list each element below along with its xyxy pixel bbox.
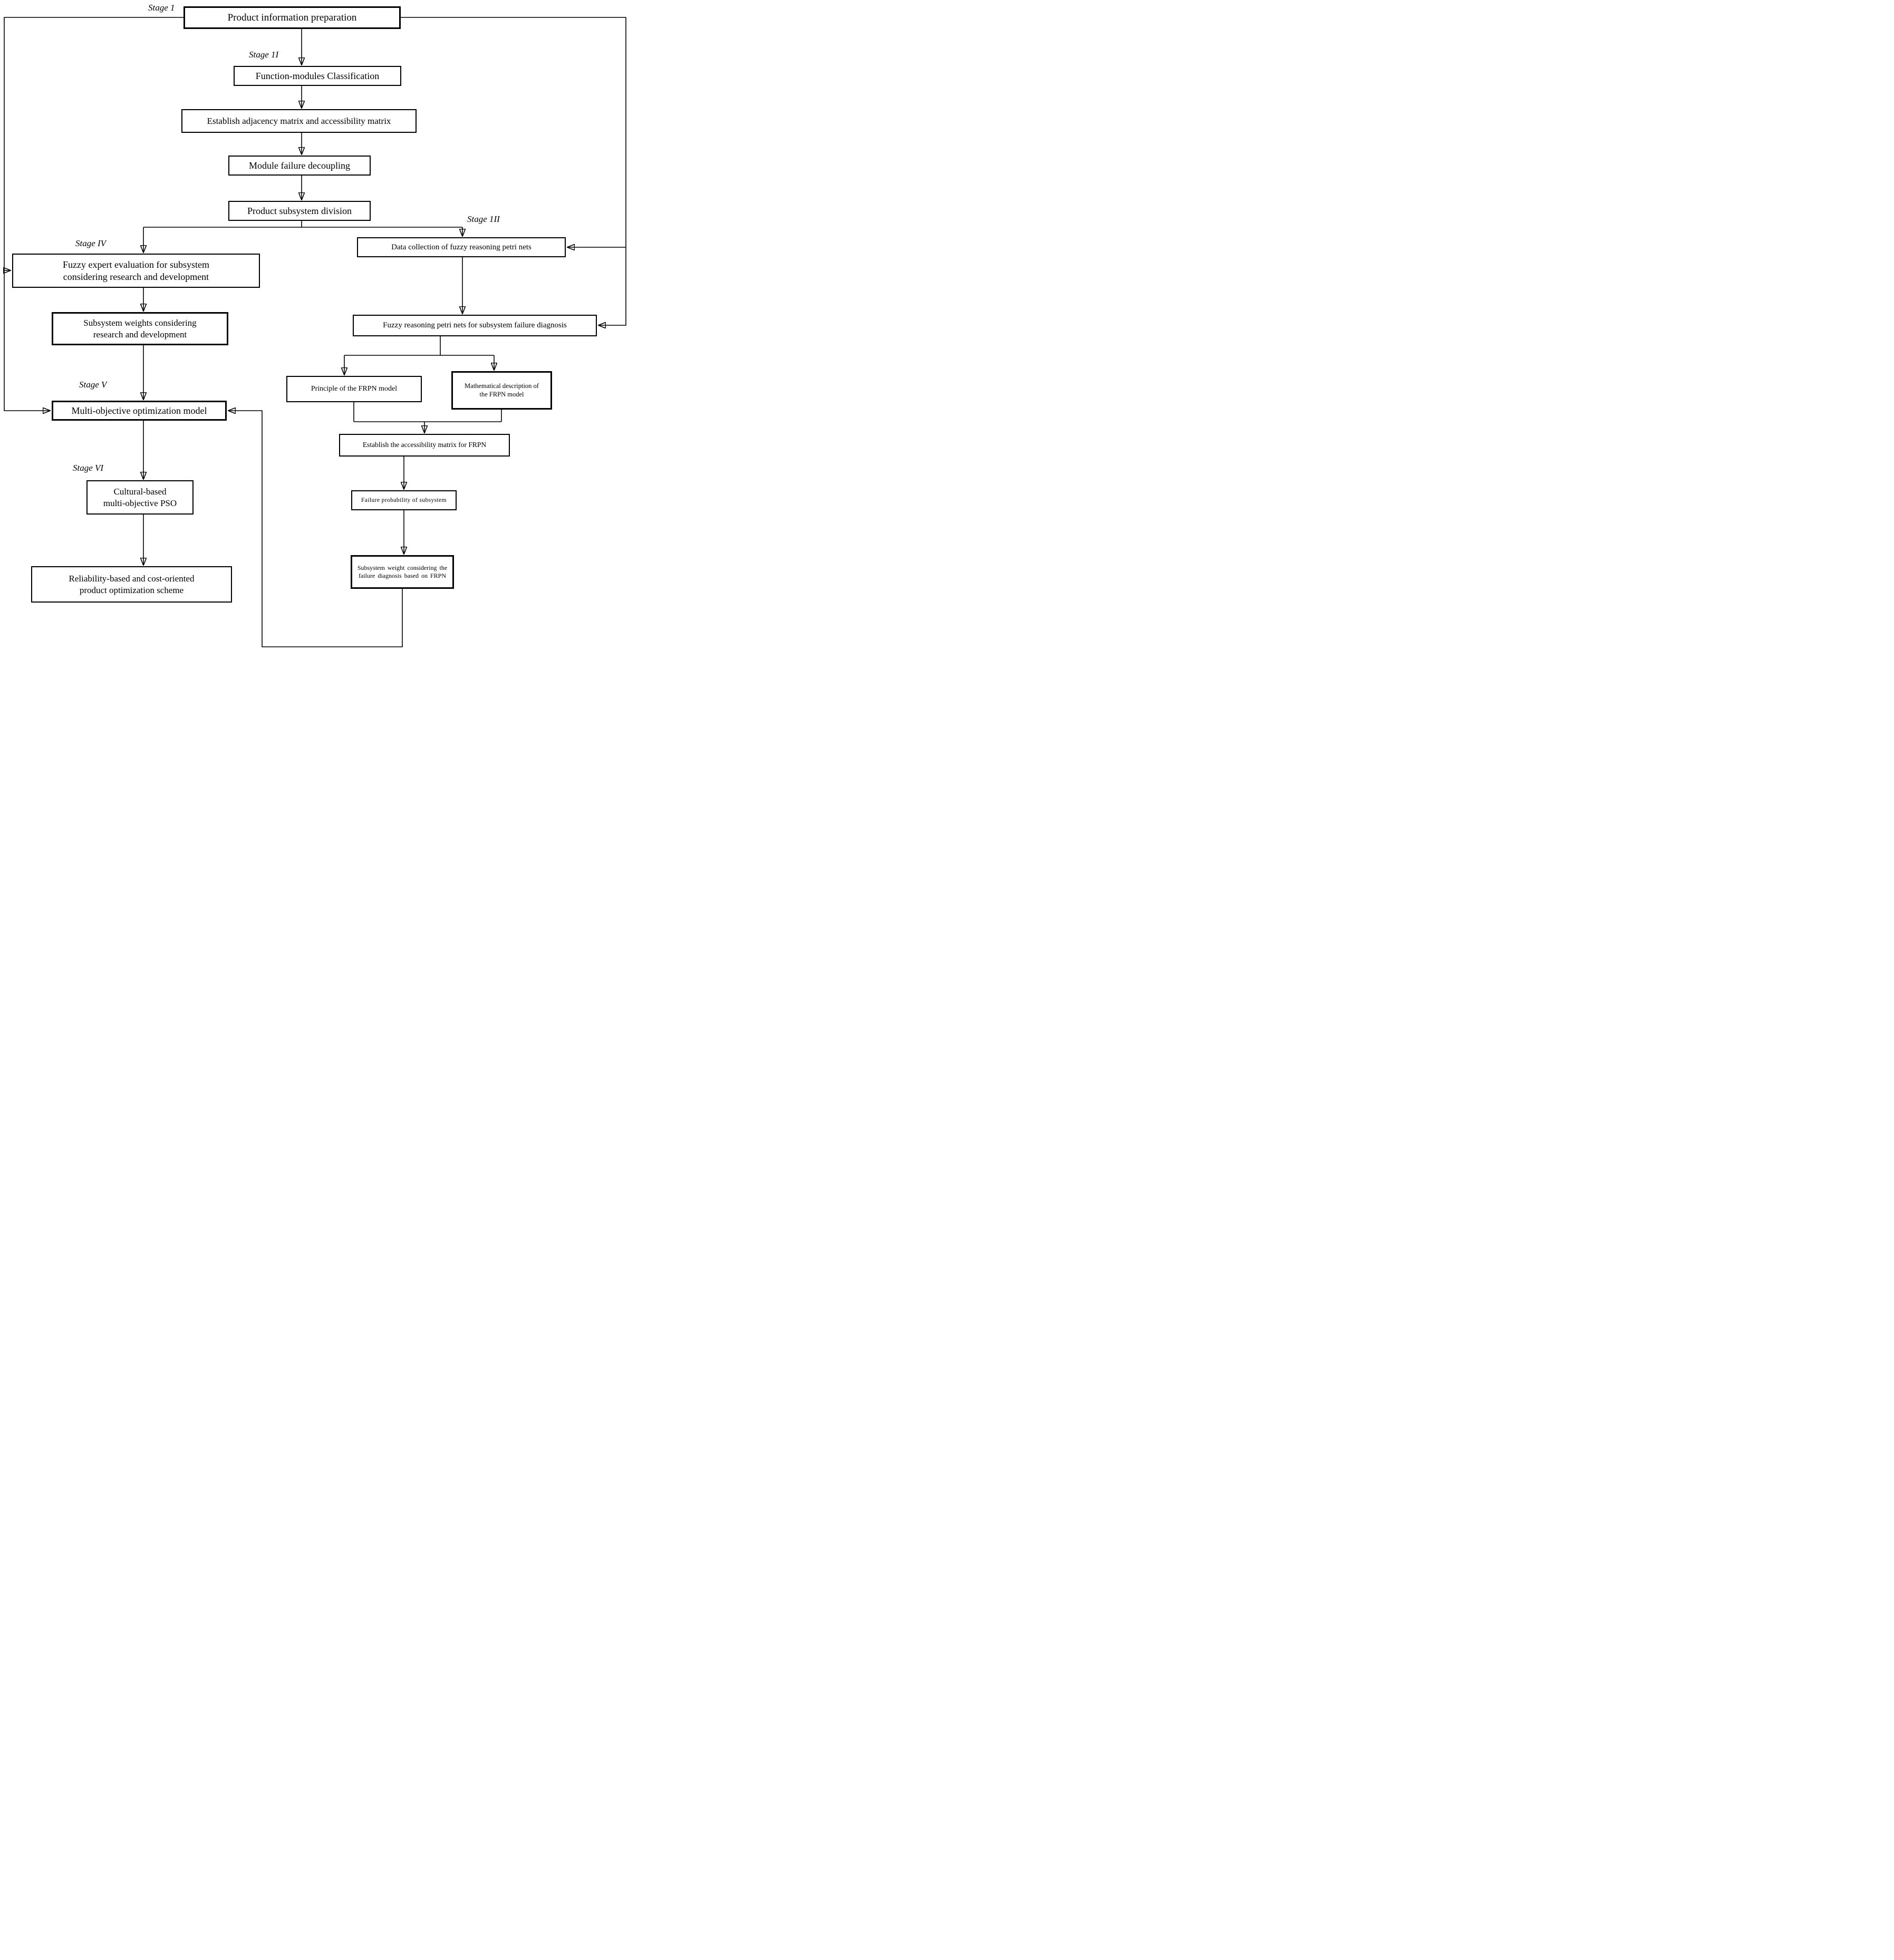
node-label-line2: research and development xyxy=(93,329,187,339)
stage-label-iv: Stage IV xyxy=(75,238,107,248)
node-product-information-preparation: Product information preparation xyxy=(183,6,401,29)
node-label: Establish adjacency matrix and accessibi… xyxy=(207,115,391,126)
node-label-line2: failure diagnosis based on FRPN xyxy=(359,572,446,579)
node-label: Fuzzy reasoning petri nets for subsystem… xyxy=(383,321,567,330)
node-data-collection-frpn: Data collection of fuzzy reasoning petri… xyxy=(357,237,566,257)
node-failure-probability-of-subsystem: Failure probability of subsystem xyxy=(351,490,457,510)
node-label: Multi-objective optimization model xyxy=(71,405,207,416)
node-label-line2: considering research and development xyxy=(63,271,209,282)
node-subsystem-weights-rd: Subsystem weights considering research a… xyxy=(52,312,228,345)
node-label-line2: the FRPN model xyxy=(479,390,524,398)
node-label: Establish the accessibility matrix for F… xyxy=(362,441,487,449)
node-label: Function-modules Classification xyxy=(255,70,380,81)
node-label: Product information preparation xyxy=(227,12,357,23)
node-label: Failure probability of subsystem xyxy=(361,497,447,503)
node-label: Module failure decoupling xyxy=(249,160,350,171)
node-label: Product subsystem division xyxy=(247,205,352,216)
stage-label-1ii: Stage 1II xyxy=(467,214,500,224)
flowchart-canvas: Stage 1 Stage 1I Stage 1II Stage IV Stag… xyxy=(0,0,631,654)
node-label-line2: product optimization scheme xyxy=(79,585,184,595)
node-module-failure-decoupling: Module failure decoupling xyxy=(228,156,371,176)
node-cultural-based-multi-objective-pso: Cultural-based multi-objective PSO xyxy=(86,480,194,515)
node-mathematical-description-frpn: Mathematical description of the FRPN mod… xyxy=(451,371,552,410)
node-reliability-cost-optimization-scheme: Reliability-based and cost-oriented prod… xyxy=(31,566,232,603)
feedback-subsystem-weight-to-multi-objective xyxy=(228,411,403,647)
node-label-line1: Reliability-based and cost-oriented xyxy=(69,574,195,584)
stage-label-1: Stage 1 xyxy=(148,3,175,13)
node-label-line1: Subsystem weights considering xyxy=(83,318,197,328)
node-principle-of-frpn-model: Principle of the FRPN model xyxy=(286,376,422,402)
node-product-subsystem-division: Product subsystem division xyxy=(228,201,371,221)
node-frpn-subsystem-failure-diagnosis: Fuzzy reasoning petri nets for subsystem… xyxy=(353,315,597,336)
node-function-modules-classification: Function-modules Classification xyxy=(234,66,401,86)
node-label: Principle of the FRPN model xyxy=(311,385,398,393)
node-label-line1: Subsystem weight considering the xyxy=(357,564,448,571)
stage-label-v: Stage V xyxy=(79,380,107,390)
node-establish-adjacency-matrix: Establish adjacency matrix and accessibi… xyxy=(181,109,417,133)
node-subsystem-weight-failure-diagnosis-frpn: Subsystem weight considering the failure… xyxy=(351,555,454,589)
node-label-line1: Mathematical description of xyxy=(465,382,539,390)
node-label: Data collection of fuzzy reasoning petri… xyxy=(391,242,532,251)
stage-label-1i: Stage 1I xyxy=(249,50,279,60)
connector-layer xyxy=(0,17,626,647)
node-label-line2: multi-objective PSO xyxy=(103,498,177,508)
node-establish-accessibility-matrix-frpn: Establish the accessibility matrix for F… xyxy=(339,434,510,457)
stage-label-vi: Stage VI xyxy=(73,463,104,473)
node-label-line1: Cultural-based xyxy=(113,487,167,497)
right-feedback-rail xyxy=(401,17,626,325)
node-multi-objective-optimization-model: Multi-objective optimization model xyxy=(52,401,227,421)
node-label-line1: Fuzzy expert evaluation for subsystem xyxy=(63,259,209,270)
left-feedback-rail xyxy=(4,17,183,411)
node-fuzzy-expert-evaluation: Fuzzy expert evaluation for subsystem co… xyxy=(12,254,260,288)
